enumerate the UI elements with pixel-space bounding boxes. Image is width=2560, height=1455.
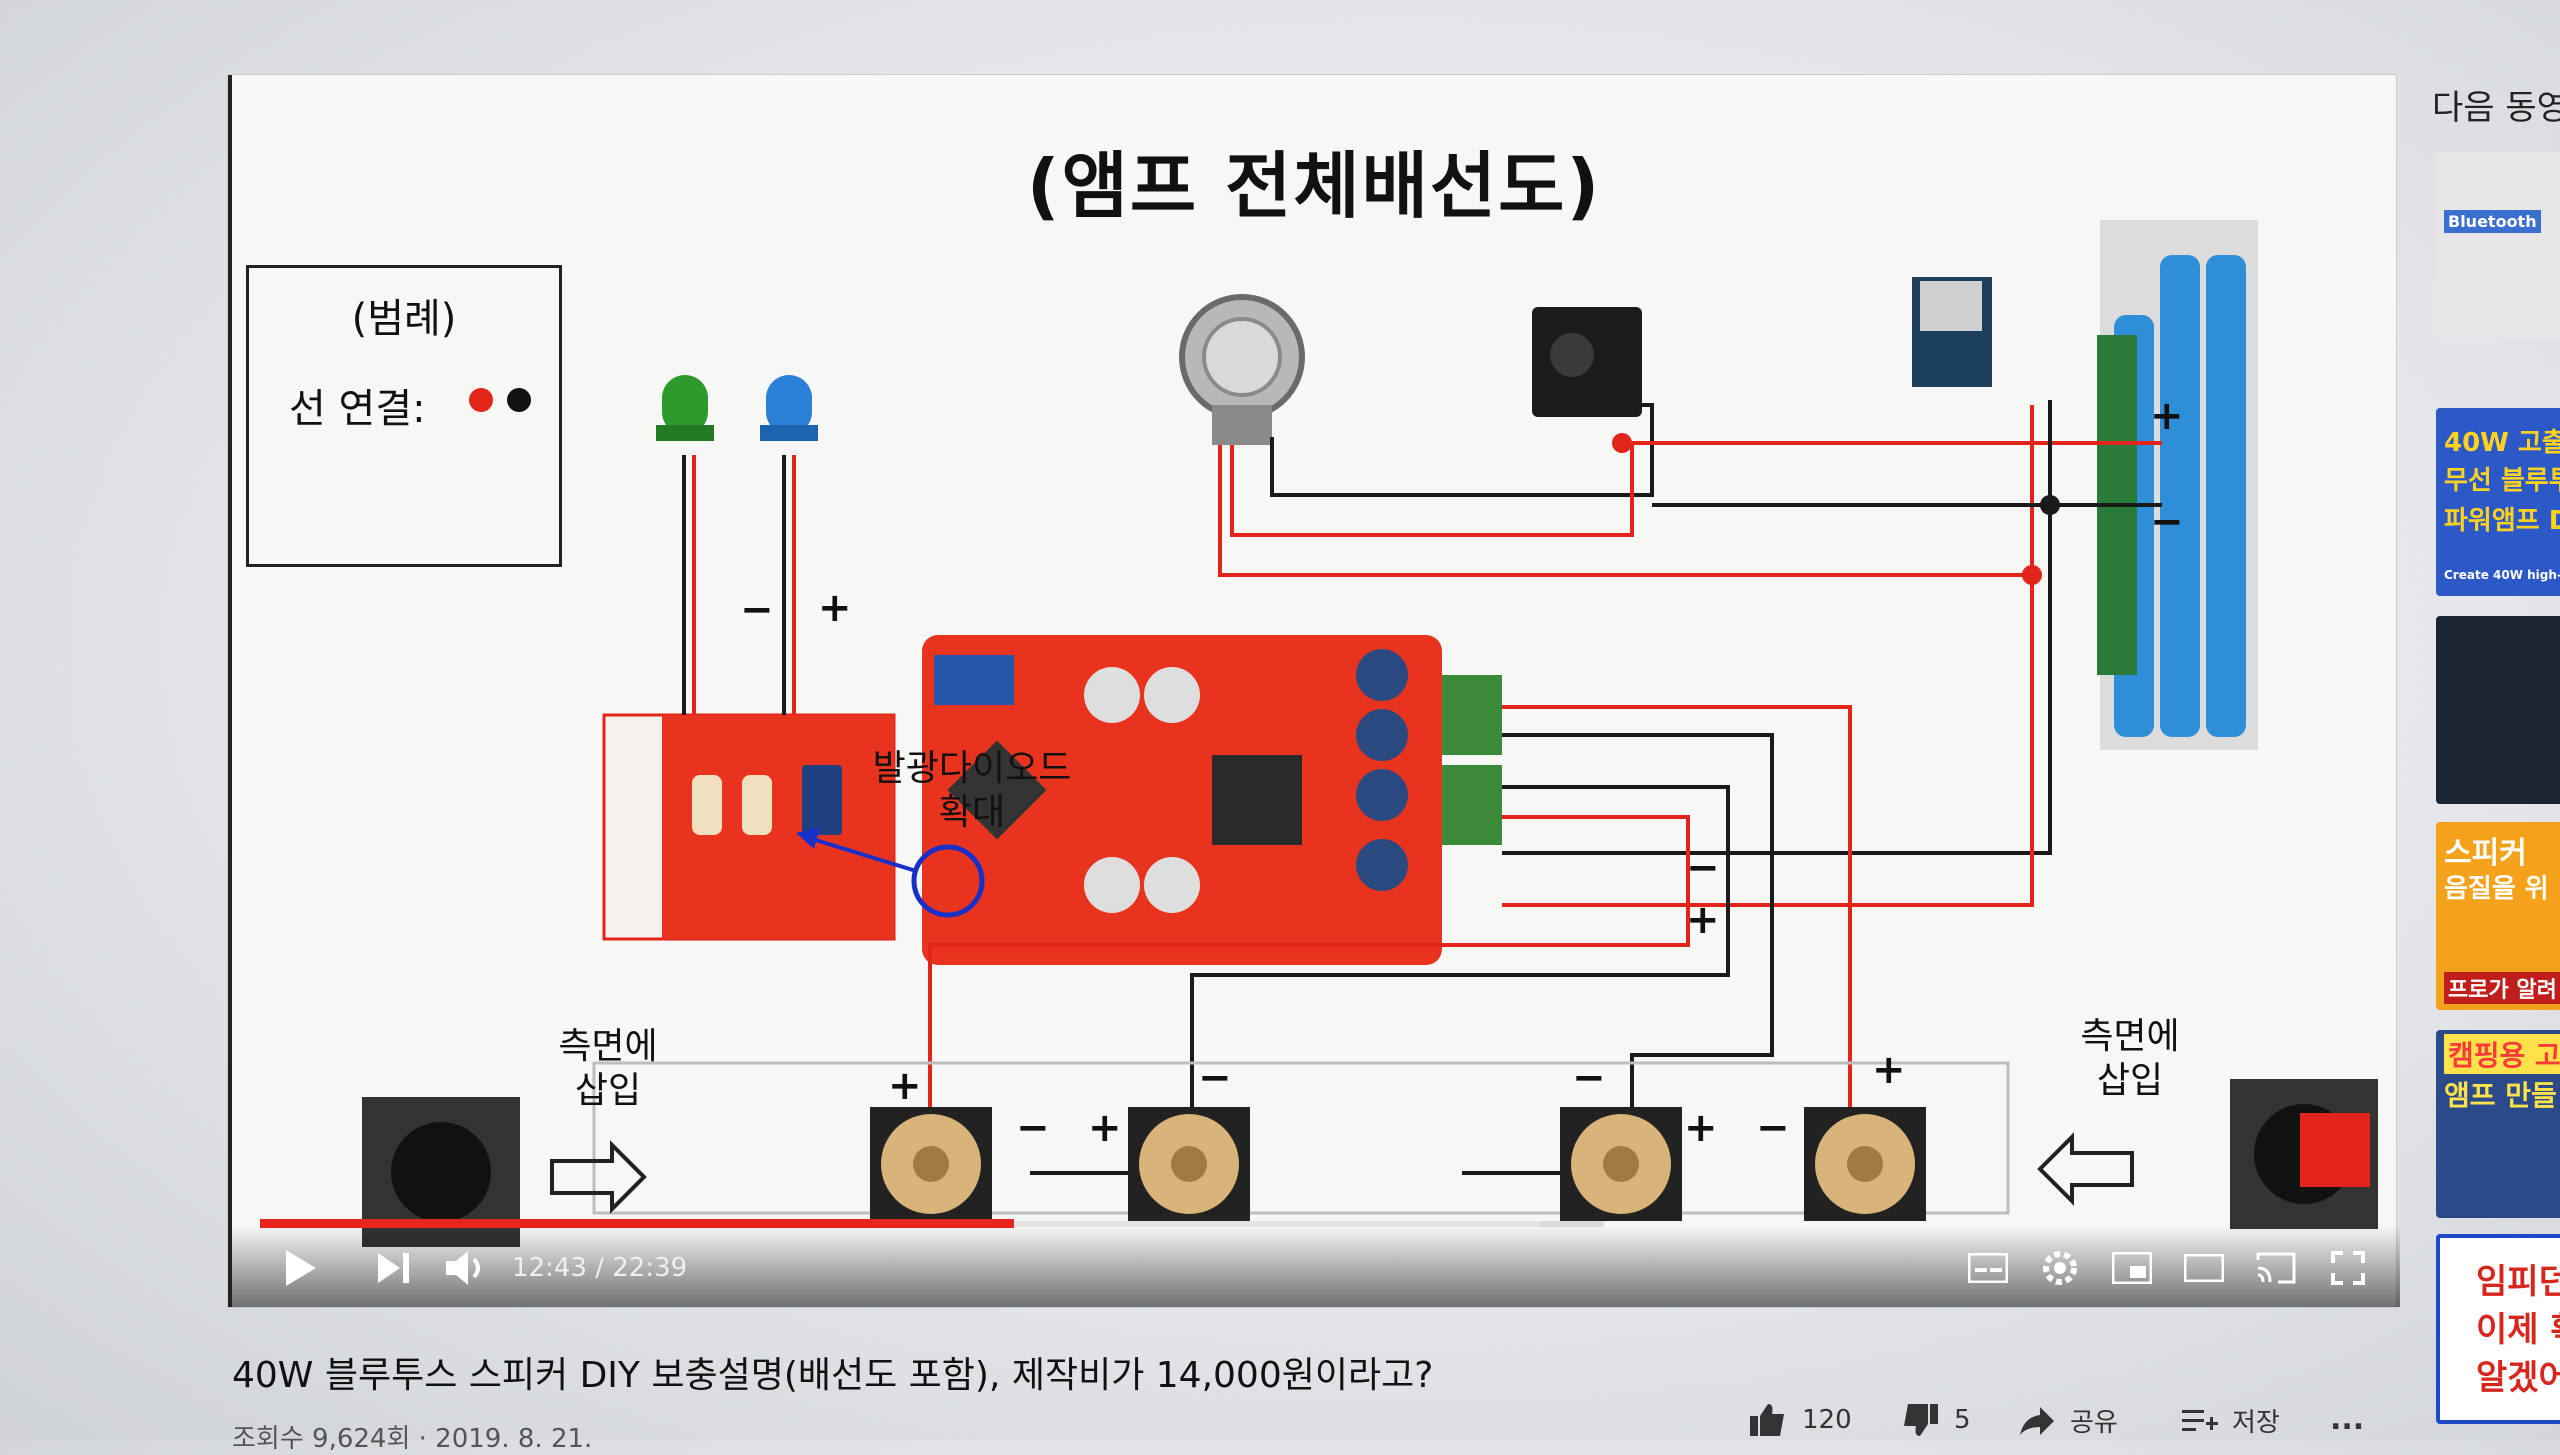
settings-button[interactable]: [2032, 1240, 2088, 1296]
dislike-button[interactable]: 5: [1900, 1402, 1971, 1438]
spk2-plus: +: [1088, 1105, 1122, 1151]
more-icon: ...: [2330, 1402, 2365, 1437]
play-button[interactable]: [272, 1240, 328, 1296]
settings-icon: [2043, 1251, 2077, 1285]
theater-button[interactable]: [2176, 1240, 2232, 1296]
led-minus: −: [740, 587, 774, 633]
cast-button[interactable]: [2248, 1240, 2304, 1296]
playlist-add-icon: [2182, 1409, 2218, 1431]
sidebar-thumb-6[interactable]: 임피던 이제 확 알겠어: [2436, 1234, 2560, 1424]
wiring-diagram: [362, 220, 2378, 1247]
speaker-3: [1560, 1107, 1682, 1221]
speaker-1: [870, 1107, 992, 1221]
up-next-label: 다음 동영: [2432, 88, 2560, 128]
legend-text: 선 연결:: [289, 386, 426, 432]
insert-right-label: 측면에 삽입: [2080, 1016, 2180, 1101]
speaker-2: [1128, 1107, 1250, 1221]
subtitles-button[interactable]: [1960, 1240, 2016, 1296]
led-plus: +: [818, 585, 852, 631]
amplifier-board: [922, 635, 1502, 965]
channel-badge: [2300, 1113, 2370, 1187]
next-button[interactable]: [366, 1240, 422, 1296]
sidebar-thumb-1[interactable]: Bluetooth: [2436, 152, 2560, 340]
share-label: 공유: [2070, 1408, 2118, 1438]
progress-played[interactable]: [260, 1219, 1014, 1228]
diagram-title: (앰프 전체배선도): [1026, 144, 1602, 228]
spk4-minus: −: [1756, 1105, 1790, 1151]
dc-jack: [1532, 307, 1642, 417]
spk1-plus: +: [888, 1063, 922, 1109]
black-dot: [507, 388, 531, 412]
led-label: 발광다이오드 확대: [872, 748, 1072, 833]
sidebar-thumb-2[interactable]: 40W 고출 무선 블루투 파워앰프 D Create 40W high-pow: [2436, 408, 2560, 596]
board-plus: +: [1686, 897, 1720, 943]
sidebar-thumb-5[interactable]: 캠핑용 고 앰프 만들: [2436, 1030, 2560, 1218]
dislike-count: 5: [1954, 1405, 1971, 1435]
thumbs-up-icon: [1750, 1404, 1784, 1436]
video-player[interactable]: (앰프 전체배선도) (범례) 선 연결: 발광다이오드 확대 측면에 삽입 측…: [228, 75, 2400, 1307]
red-dot: [469, 388, 493, 412]
battery-pack: [2097, 220, 2258, 750]
share-button[interactable]: 공유: [2018, 1402, 2118, 1439]
battery-plus: +: [2150, 393, 2184, 439]
miniplayer-icon: [2112, 1252, 2152, 1284]
volume-icon: [446, 1251, 480, 1285]
speaker-4: [1804, 1107, 1926, 1221]
battery-minus: −: [2150, 499, 2184, 545]
insert-left-label: 측면에 삽입: [558, 1026, 658, 1111]
save-label: 저장: [2232, 1408, 2280, 1438]
time-current: 12:43: [512, 1253, 587, 1283]
video-title: 40W 블루투스 스피커 DIY 보충설명(배선도 포함), 제작비가 14,0…: [232, 1355, 1434, 1396]
volume-button[interactable]: [436, 1240, 496, 1296]
controls-gradient: [232, 1225, 2400, 1307]
legend-title: (범례): [351, 296, 457, 342]
fullscreen-button[interactable]: [2320, 1240, 2376, 1296]
time-total: 22:39: [612, 1253, 688, 1283]
sidebar-thumb-3[interactable]: [2436, 616, 2560, 804]
save-button[interactable]: 저장: [2180, 1402, 2280, 1439]
spk3-minus: −: [1572, 1055, 1606, 1101]
subtitles-icon: [1968, 1253, 2008, 1283]
like-button[interactable]: 120: [1748, 1402, 1852, 1438]
play-icon: [286, 1250, 316, 1286]
like-count: 120: [1802, 1405, 1852, 1435]
fullscreen-icon: [2331, 1251, 2365, 1285]
spk2-minus: −: [1198, 1055, 1232, 1101]
video-meta: 조회수 9,624회 · 2019. 8. 21.: [232, 1424, 593, 1454]
share-icon: [2020, 1406, 2054, 1435]
time-display: 12:43 / 22:39: [512, 1253, 687, 1283]
green-led: [656, 375, 714, 441]
time-separator: /: [586, 1253, 613, 1283]
blue-led: [760, 375, 818, 441]
spk3-plus: +: [1684, 1105, 1718, 1151]
led-highlight-circle: [911, 844, 985, 918]
thumbs-down-icon: [1904, 1404, 1938, 1436]
next-icon: [378, 1253, 409, 1283]
theater-icon: [2184, 1254, 2224, 1282]
sidebar-thumb-4[interactable]: 스피커 음질을 위 프로가 알려: [2436, 822, 2560, 1010]
more-actions-button[interactable]: ...: [2330, 1402, 2364, 1437]
cast-icon: [2256, 1252, 2296, 1284]
insert-arrow-left: [2037, 1132, 2134, 1206]
spk4-plus: +: [1872, 1047, 1906, 1093]
usb-module: [1912, 277, 1992, 387]
spk1-minus: −: [1016, 1105, 1050, 1151]
insert-arrow-right: [550, 1140, 647, 1214]
miniplayer-button[interactable]: [2104, 1240, 2160, 1296]
legend-box: (범례) 선 연결:: [246, 265, 562, 567]
power-switch: [1179, 294, 1305, 445]
board-minus: −: [1686, 845, 1720, 891]
